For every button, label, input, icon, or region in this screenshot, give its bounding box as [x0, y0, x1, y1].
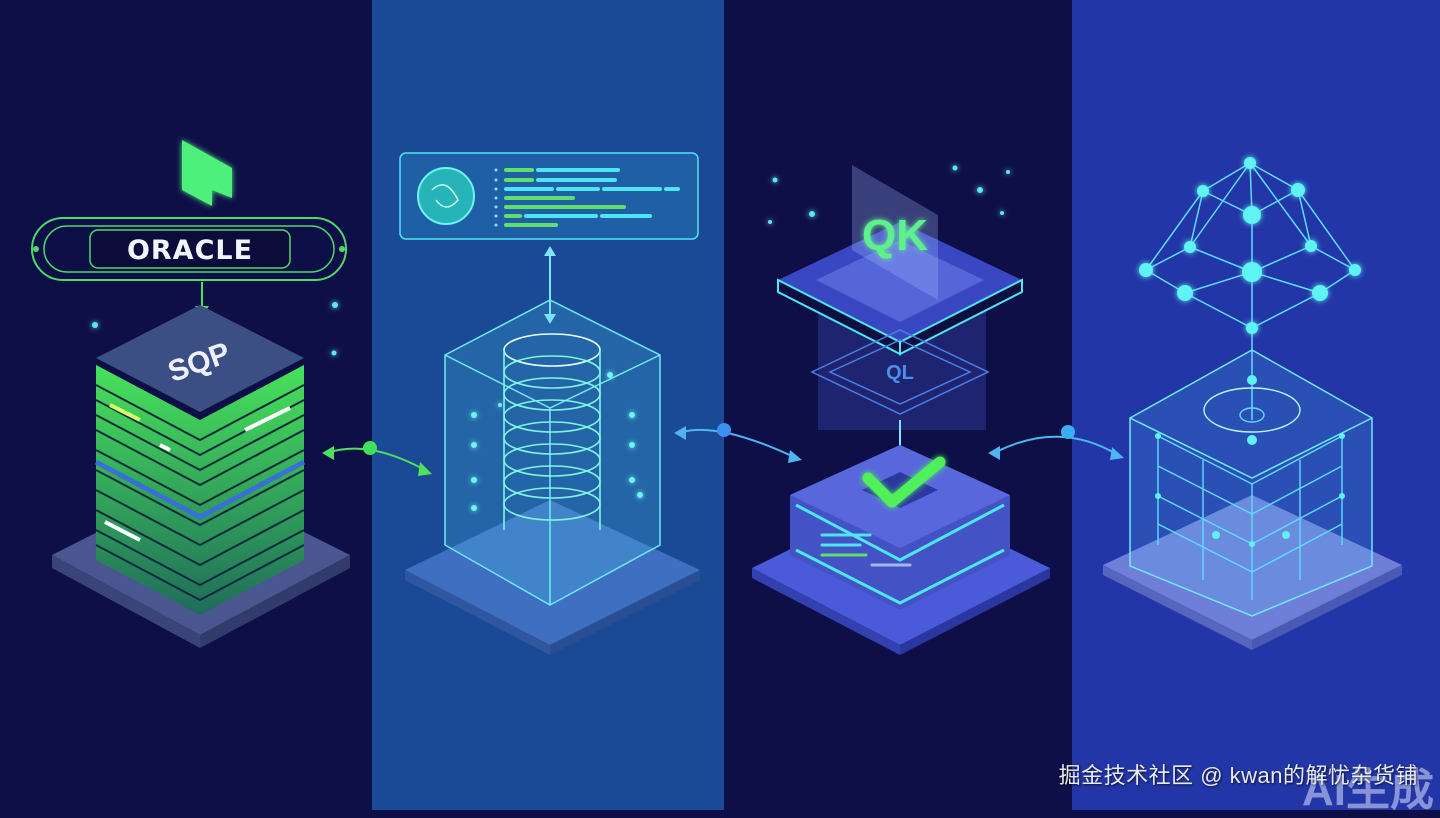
- svg-text:QK: QK: [862, 211, 928, 260]
- sparkle-dots: [92, 165, 1010, 356]
- flow-node-1: [363, 441, 377, 455]
- validation-box: [752, 445, 1050, 655]
- flow-arrow-2: [674, 426, 802, 463]
- info-card: [399, 152, 699, 240]
- oracle-badge: ORACLE: [31, 217, 347, 281]
- node-graph-icon: [1144, 162, 1357, 420]
- panel-target: [1072, 0, 1440, 810]
- flow-node-2: [717, 423, 731, 437]
- flow-node-3: [1061, 425, 1075, 439]
- panel-extract: [372, 0, 724, 810]
- holographic-cylinder-icon: [405, 299, 700, 655]
- database-server-stack-icon: SQP: [52, 305, 350, 648]
- oracle-logo-block-icon: [182, 140, 232, 206]
- watermark-text: 掘金技术社区 @ kwan的解忧杂货铺: [1058, 763, 1418, 788]
- svg-text:QL: QL: [886, 362, 914, 384]
- panel-validate: [724, 0, 1072, 810]
- flow-arrow-1: [322, 446, 432, 476]
- svg-text:ORACLE: ORACLE: [127, 235, 253, 266]
- top-validation-plate: QK: [777, 165, 1023, 430]
- panel-source: [0, 0, 372, 810]
- flow-arrow-3: [988, 435, 1124, 460]
- wireframe-cube: [1103, 349, 1402, 650]
- network-node-icon: [417, 167, 475, 225]
- middle-chip: QL: [810, 329, 990, 415]
- checkmark-icon: [862, 456, 946, 508]
- ai-generated-badge: AI生成: [1302, 766, 1434, 815]
